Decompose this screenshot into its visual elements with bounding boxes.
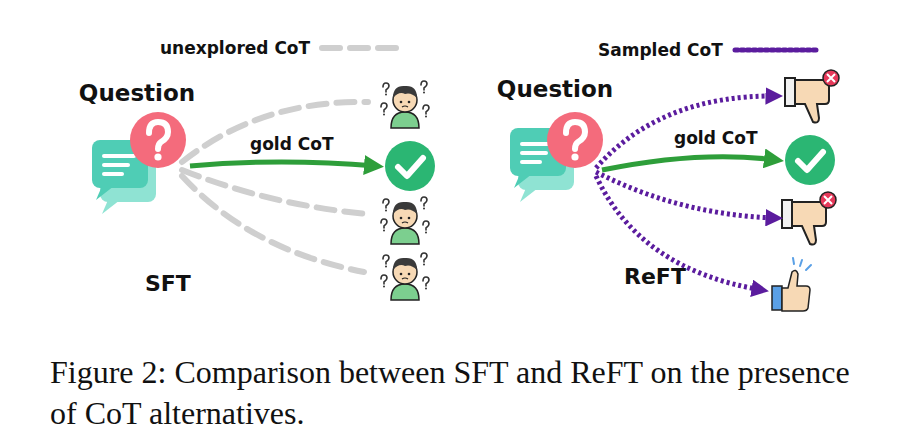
figure-caption: Figure 2: Comparison between SFT and ReF… [50, 352, 870, 434]
path-label: gold CoT [671, 128, 761, 148]
legend-line-sample [731, 44, 821, 56]
question-icon: Question [67, 80, 207, 236]
legend-line-sample [318, 42, 410, 54]
question-icon: Question [485, 76, 625, 232]
legend-text: Sampled CoT [598, 40, 723, 60]
panel-title: ReFT [624, 264, 686, 289]
node-heading: Question [67, 80, 207, 106]
panel-title: SFT [145, 271, 191, 296]
path-label: gold CoT [247, 134, 337, 154]
legend-entry: Sampled CoT [598, 40, 821, 60]
legend-entry: unexplored CoT [160, 38, 410, 58]
legend-text: unexplored CoT [160, 38, 310, 58]
node-heading: Question [485, 76, 625, 102]
